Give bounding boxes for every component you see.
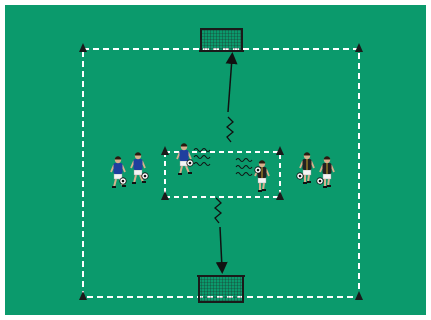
player-boot bbox=[327, 185, 331, 187]
player-boot bbox=[307, 181, 311, 183]
player-boot bbox=[188, 172, 192, 174]
ball-icon bbox=[187, 160, 193, 166]
ball-icon bbox=[142, 173, 148, 179]
ball-icon bbox=[120, 178, 126, 184]
player-leg bbox=[308, 175, 309, 182]
player-boot bbox=[122, 185, 126, 187]
ball-icon bbox=[297, 173, 303, 179]
player-boot bbox=[178, 173, 182, 175]
player-leg bbox=[263, 183, 264, 190]
player-shorts bbox=[323, 174, 331, 179]
ball-icon bbox=[317, 178, 323, 184]
player-boot bbox=[262, 189, 266, 191]
player-boot bbox=[112, 186, 116, 188]
player-shirt bbox=[180, 150, 189, 161]
player-boot bbox=[323, 186, 327, 188]
player-shirt bbox=[114, 163, 123, 174]
player-shorts bbox=[134, 170, 142, 175]
player-shirt bbox=[134, 159, 143, 170]
player-boot bbox=[258, 190, 262, 192]
player-shorts bbox=[258, 178, 266, 183]
player-leg bbox=[328, 179, 329, 186]
player-boot bbox=[303, 182, 307, 184]
bottom-goal bbox=[197, 276, 245, 302]
player-boot bbox=[142, 181, 146, 183]
ball-icon bbox=[255, 167, 261, 173]
player-boot bbox=[132, 182, 136, 184]
top-goal bbox=[199, 29, 244, 51]
player-shorts bbox=[303, 170, 311, 175]
